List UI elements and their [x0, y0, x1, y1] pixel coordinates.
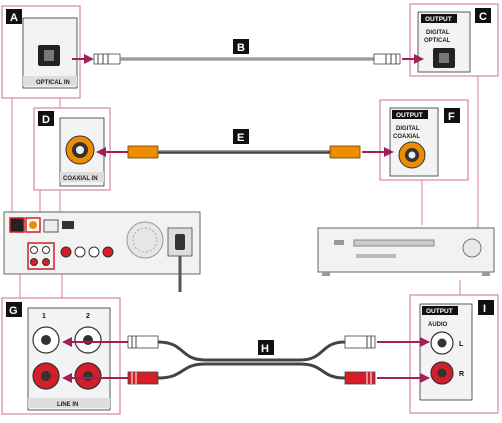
external-device [317, 227, 495, 276]
panel-audio-output: OUTPUT AUDIO L R I [409, 294, 499, 414]
optical-in-text: OPTICAL IN [36, 80, 70, 86]
label-e-badge [233, 129, 249, 144]
panel-coaxial-in: COAXIAL IN D [33, 107, 111, 191]
optical-c-text: OPTICAL [424, 38, 451, 44]
coaxial-in-text: COAXIAL IN [63, 176, 98, 182]
label-d: D [42, 114, 50, 126]
panel-optical-in: OPTICAL IN A [1, 5, 81, 99]
main-unit-rear [3, 211, 201, 292]
label-a: A [10, 12, 18, 24]
panel-digital-coaxial-output: OUTPUT DIGITAL COAXIAL F [379, 99, 469, 181]
ch2-text: 2 [86, 313, 90, 320]
label-c: C [479, 11, 487, 23]
line-in-text: LINE IN [57, 402, 78, 408]
label-e: E [237, 132, 244, 144]
output-i-text: OUTPUT [426, 308, 453, 315]
output-f-text: OUTPUT [396, 112, 423, 119]
panel-digital-optical-output: OUTPUT DIGITAL OPTICAL C [409, 3, 499, 77]
digital-f-text: DIGITAL [396, 126, 420, 132]
label-g: G [9, 305, 18, 317]
label-b-badge [233, 39, 249, 54]
output-c-text: OUTPUT [425, 16, 452, 23]
label-d-badge [38, 111, 54, 126]
label-h-badge [258, 340, 274, 355]
label-a-badge [6, 9, 22, 24]
label-b: B [237, 42, 245, 54]
label-i-badge [478, 300, 494, 315]
label-h: H [261, 343, 269, 355]
cable-stereo-rca: H [62, 335, 430, 385]
cable-coaxial: E [96, 129, 394, 159]
audio-i-text: AUDIO [428, 322, 448, 328]
r-text: R [459, 371, 464, 378]
ch1-text: 1 [42, 313, 46, 320]
digital-c-text: DIGITAL [426, 30, 450, 36]
l-text: L [459, 341, 464, 348]
cable-optical: B [72, 39, 424, 65]
label-f-badge [444, 108, 460, 123]
panel-line-in: 1 2 LINE IN G [1, 297, 121, 415]
label-c-badge [475, 8, 491, 23]
label-f: F [448, 111, 455, 123]
label-g-badge [6, 302, 22, 317]
coaxial-f-text: COAXIAL [393, 134, 420, 140]
label-i: I [483, 303, 486, 315]
